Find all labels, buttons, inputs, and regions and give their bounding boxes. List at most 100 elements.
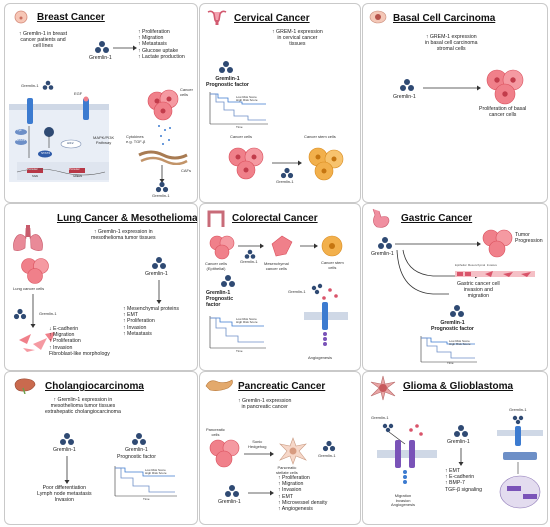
gremlin-dots-icon — [450, 305, 464, 317]
cervical-gremlin-label: Gremlin-1 — [276, 179, 294, 184]
arrow-down-icon — [64, 456, 70, 484]
gremlin-dots-icon — [322, 440, 336, 452]
arrow-right-icon — [300, 243, 318, 249]
cancer-cells-cluster-icon — [21, 258, 49, 284]
gastric-km-legend-line: Low Risk Score — [449, 339, 470, 343]
breast-dna-promoter-1: Promoter — [27, 168, 38, 171]
lung-expression-line: mesothelioma tumor tissues — [91, 235, 156, 242]
panel-colorectal-cancer: Colorectal Cancer Cancer cells (Epitheli… — [199, 203, 361, 371]
breast-cancer-cells-label: Cancer cells — [180, 87, 193, 97]
pancreatic-effect: ↑ Microvessel density — [278, 499, 328, 506]
cervical-cancer-cells-label: Cancer cells — [230, 134, 253, 139]
colorectal-mesenchymal-label: Mesenchymal cancer cells — [264, 261, 289, 271]
lung-effect: ↑ Proliferation — [123, 318, 155, 325]
lung-cells-label: Lung cancer cells — [13, 286, 45, 291]
breast-pathway-label: MAPK/PI3K Pathway — [93, 135, 114, 145]
breast-mol-tyk: Tyk — [17, 128, 22, 132]
colorectal-stem-line: cells — [328, 264, 337, 270]
cervical-km-legend: Low Risk Score High Risk Score — [236, 95, 258, 103]
breast-cafs-label: CAFs — [181, 168, 191, 173]
cholangio-effect: Poor differentiation — [42, 485, 87, 491]
cholangio-prognostic: Prognostic factor — [117, 454, 156, 460]
gremlin-dots-icon — [60, 433, 74, 445]
gremlin-dots-icon — [42, 80, 54, 90]
gastric-invasion-line: invasion and — [463, 287, 493, 294]
arrow-right-icon — [238, 243, 264, 249]
basal-expression-line: ↑ GREM-1 expression — [425, 34, 477, 40]
arrow-right-icon — [113, 45, 137, 51]
cholangio-expression-line: ↑ Gremlin-1 expression in — [53, 397, 113, 403]
breast-effect: ↑ Lactate production — [138, 53, 185, 60]
gremlin-dots-icon — [219, 61, 233, 73]
breast-cytokines-label: Cytokines e.g. TGF-β — [126, 134, 146, 144]
arrow-down-icon — [159, 165, 165, 183]
lung-expression-line: ↑ Gremlin-1 expression in — [93, 229, 153, 235]
colorectal-km-legend: Low Risk Score High Risk Score — [236, 317, 258, 325]
cholangio-km-axis: Time — [143, 497, 150, 501]
arrow-right-icon — [423, 85, 481, 91]
breast-cancer-cells-line: Cancer — [180, 87, 193, 92]
lung-effect: ↑ Invasion — [123, 324, 147, 331]
glioma-gremlin-mid-label: Gremlin-1 — [447, 439, 470, 445]
cervical-title: Cervical Cancer — [234, 13, 310, 24]
basal-expression-line: in basal cell carcinoma — [425, 40, 478, 47]
gastric-emt-label: Epithelial — [455, 263, 467, 267]
arrow-right-icon — [248, 490, 274, 496]
gastric-tumor-label: Tumor Progression — [515, 232, 543, 244]
pancreatic-effect: ↑ Angiogenesis — [278, 506, 313, 513]
breast-cytokines-line: e.g. TGF-β — [126, 138, 146, 144]
colorectal-epithelial-line: (Epithelial) — [206, 265, 226, 271]
lung-effect: ↑ EMT — [123, 312, 138, 319]
cancer-stem-cells-icon — [308, 147, 344, 181]
pancreatic-gremlin-right-label: Gremlin-1 — [318, 453, 336, 458]
colorectal-stem-label: Cancer stem cells — [321, 260, 344, 270]
gremlin-dots-icon — [95, 41, 109, 53]
breast-pathway-line: Pathway — [95, 139, 112, 145]
colorectal-title: Colorectal Cancer — [232, 213, 318, 224]
breast-expression: ↑ Gremlin-1 in breast cancer patients an… — [7, 31, 79, 50]
basal-title: Basal Cell Carcinoma — [393, 13, 496, 24]
cervical-prognostic: Gremlin-1 Prognostic factor — [206, 76, 249, 88]
colorectal-mesenchymal-line: Mesenchymal — [264, 261, 289, 266]
lung-effect: ↑ Migration — [49, 332, 75, 339]
cholangio-gremlin-left-label: Gremlin-1 — [53, 447, 76, 453]
glioma-migration-line: Invasion — [395, 497, 411, 503]
cervical-stem-cells-label: Cancer stem cells — [304, 134, 336, 139]
lung-effects-left: ↓ E-cadherin ↑ Migration ↑ Proliferation… — [49, 326, 110, 357]
gastric-invasion-line: migration — [467, 293, 489, 300]
basal-gremlin-label: Gremlin-1 — [393, 94, 416, 100]
arrow-down-icon — [30, 294, 36, 328]
gremlin-dots-icon — [155, 181, 169, 193]
cholangio-effect: Invasion — [54, 497, 74, 504]
lung-effect: Fibroblast-like morphology — [49, 350, 110, 357]
branching-arrows — [395, 241, 481, 295]
basal-result-line: cancer cells — [488, 112, 517, 119]
cervical-prognostic-line: Gremlin-1 — [215, 76, 240, 82]
lungs-icon — [13, 225, 43, 251]
stomach-icon — [372, 208, 390, 228]
gastric-emt-labels: Epithelial Mesenchymal Invasive — [455, 263, 497, 267]
cervical-prognostic-line: Prognostic factor — [206, 82, 249, 89]
gastric-prognostic-line: Gremlin-1 — [440, 320, 465, 326]
breast-expression-line: cancer patients and — [20, 37, 66, 44]
pancreatic-gremlin-label: Gremlin-1 — [218, 499, 241, 505]
colorectal-prognostic-line: Gremlin-1 — [206, 290, 231, 296]
lung-effect: ↑ Proliferation — [49, 338, 81, 345]
uterus-icon — [207, 10, 227, 25]
emt-tissue-strip — [455, 271, 535, 277]
cervical-km-legend-line: Low Risk Score — [236, 95, 257, 99]
colorectal-km-legend-line: High Risk Score — [236, 320, 258, 325]
breast-mol-stat3: STAT3 — [16, 138, 25, 142]
skin-lesion-icon — [369, 10, 387, 24]
colorectal-prognostic: Gremlin-1 Prognostic factor — [206, 290, 233, 309]
caf-fibroblasts-icon — [138, 150, 188, 165]
pancreatic-effect: ↑ EMT — [278, 493, 293, 500]
breast-egf-label: EGF — [74, 91, 83, 96]
colorectal-km-legend-line: Low Risk Score — [236, 317, 257, 321]
glioma-gremlin-right-label: Gremlin-1 — [509, 407, 527, 412]
nucleus-signaling-diagram — [497, 415, 543, 509]
cancer-cells-cluster-icon — [147, 89, 179, 121]
glioma-effect: ↑ E-cadherin — [445, 474, 475, 481]
cholangio-title: Cholangiocarcinoma — [45, 381, 144, 392]
pancreatic-effects: ↑ Proliferation ↑ Migration ↑ Invasion ↑… — [278, 475, 327, 512]
